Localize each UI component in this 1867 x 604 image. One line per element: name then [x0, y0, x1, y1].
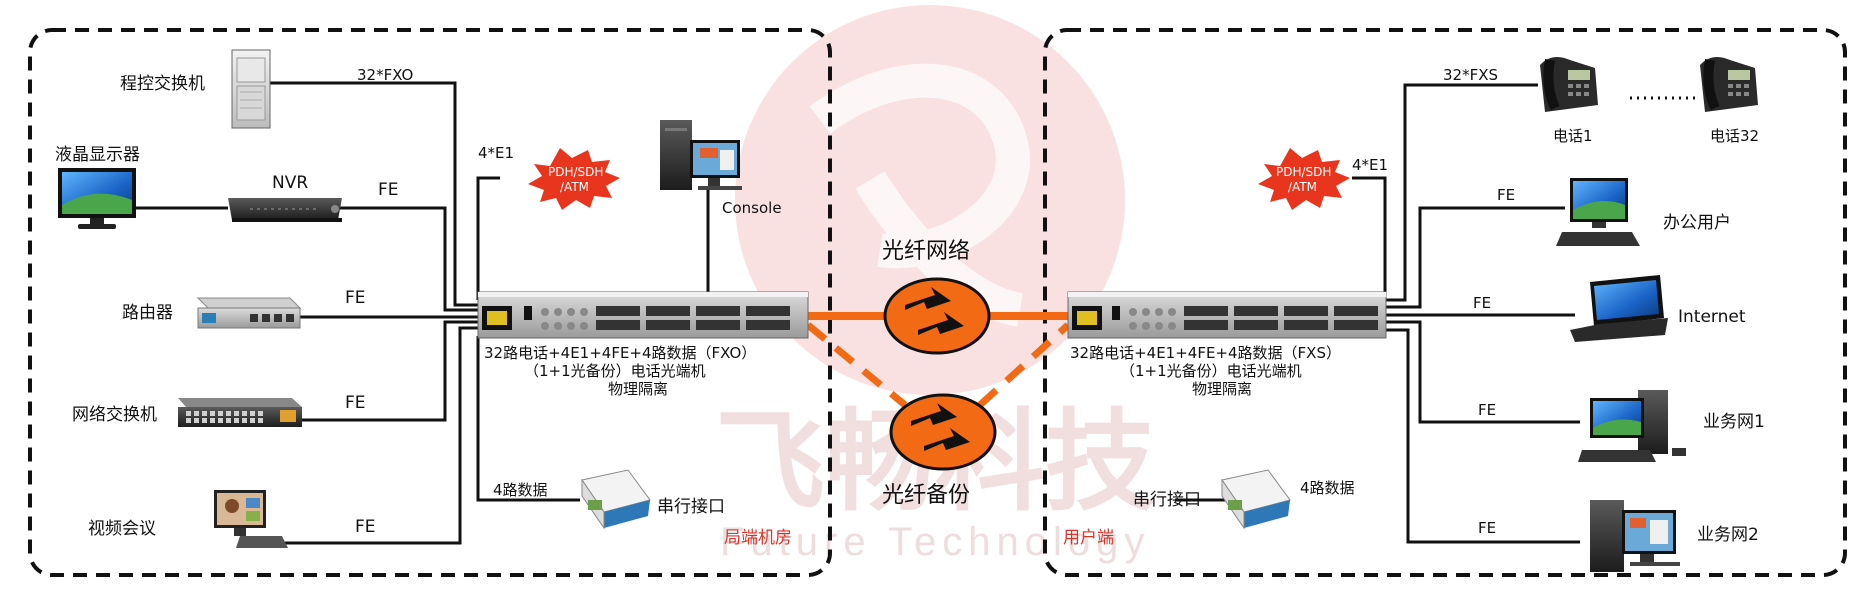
fiber-backup-node	[889, 393, 997, 471]
optical-terminal-left	[477, 291, 809, 339]
link-office-label: FE	[1497, 186, 1515, 204]
phone-icon-1	[1540, 56, 1598, 112]
fiber-links: 光纤网络 光纤备份	[805, 239, 1071, 508]
switch-label: 网络交换机	[72, 405, 157, 425]
pdh-sdh-atm-cloud-left: PDH/SDH /ATM	[528, 148, 620, 210]
phone-icon-32	[1700, 56, 1758, 112]
unit-caption-left-3: 物理隔离	[608, 380, 668, 398]
unit-caption-right-3: 物理隔离	[1192, 380, 1252, 398]
console-pc-icon	[660, 120, 742, 190]
link-biz2-label: FE	[1478, 519, 1496, 537]
fiber-backup-left	[805, 322, 908, 408]
serial-label-left: 串行接口	[657, 497, 725, 517]
biz1-label: 业务网1	[1703, 412, 1765, 432]
optical-terminal-right	[1067, 291, 1387, 339]
lcd-monitor-icon	[58, 168, 136, 229]
pdh-line1-left: PDH/SDH	[548, 165, 603, 179]
site-label-right: 用户端	[1063, 528, 1114, 548]
business-pc-icon-1	[1578, 390, 1686, 462]
pbx-cabinet-icon	[231, 49, 271, 129]
monitor-label: 液晶显示器	[55, 145, 140, 165]
link-video-label: FE	[355, 517, 376, 537]
fiber-backup-right	[977, 322, 1071, 408]
link-router-label: FE	[345, 288, 366, 308]
pdh-sdh-atm-cloud-right: PDH/SDH /ATM	[1258, 148, 1350, 210]
right-wires	[1175, 83, 1580, 544]
unit-caption-left-1: 32路电话+4E1+4FE+4路数据（FXO）	[484, 344, 756, 362]
link-e1-label-left: 4*E1	[478, 144, 514, 162]
console-label: Console	[722, 199, 782, 217]
nvr-icon	[228, 198, 342, 222]
pbx-label: 程控交换机	[120, 74, 205, 94]
unit-caption-right-1: 32路电话+4E1+4FE+4路数据（FXS）	[1070, 344, 1341, 362]
unit-caption-right-2: （1+1光备份）电话光端机	[1120, 362, 1302, 380]
watermark-logo-stroke	[809, 63, 1030, 327]
pdh-line1-right: PDH/SDH	[1276, 165, 1331, 179]
left-wires	[135, 81, 710, 545]
internet-label: Internet	[1678, 307, 1746, 327]
video-conference-label: 视频会议	[88, 519, 156, 539]
right-site-boundary	[1043, 28, 1847, 577]
link-internet-label: FE	[1473, 294, 1491, 312]
video-conference-icon	[214, 490, 288, 548]
serial-converter-icon-left	[581, 469, 651, 530]
fiber-primary-label: 光纤网络	[882, 239, 970, 264]
link-nvr-label: FE	[378, 180, 399, 200]
unit-caption-left-2: （1+1光备份）电话光端机	[524, 362, 706, 380]
phone32-label: 电话32	[1710, 127, 1759, 145]
fiber-backup-label: 光纤备份	[882, 483, 970, 508]
serial-converter-icon-right	[1221, 469, 1291, 530]
router-label: 路由器	[122, 303, 173, 323]
business-pc-icon-2	[1590, 500, 1680, 572]
link-pbx-label: 32*FXO	[357, 66, 413, 84]
pdh-line2-right: /ATM	[1288, 180, 1317, 194]
nvr-label: NVR	[272, 173, 308, 193]
fiber-primary-node	[883, 277, 991, 355]
link-serial-label-right: 4路数据	[1300, 479, 1355, 497]
serial-label-right: 串行接口	[1133, 490, 1201, 510]
site-label-left: 局端机房	[724, 528, 792, 548]
laptop-icon	[1570, 275, 1668, 342]
left-site-boundary	[28, 28, 832, 577]
router-icon	[196, 297, 302, 329]
office-label: 办公用户	[1663, 213, 1731, 233]
link-biz1-label: FE	[1478, 401, 1496, 419]
phone1-label: 电话1	[1553, 127, 1593, 145]
link-serial-label-left: 4路数据	[493, 481, 548, 499]
biz2-label: 业务网2	[1697, 525, 1759, 545]
link-phones-label: 32*FXS	[1443, 66, 1498, 84]
link-e1-label-right: 4*E1	[1352, 156, 1388, 174]
office-pc-icon	[1556, 178, 1640, 246]
watermark-english: Future Technology	[720, 520, 1150, 564]
link-switch-label: FE	[345, 393, 366, 413]
network-switch-icon	[178, 398, 302, 427]
pdh-line2-left: /ATM	[560, 180, 589, 194]
